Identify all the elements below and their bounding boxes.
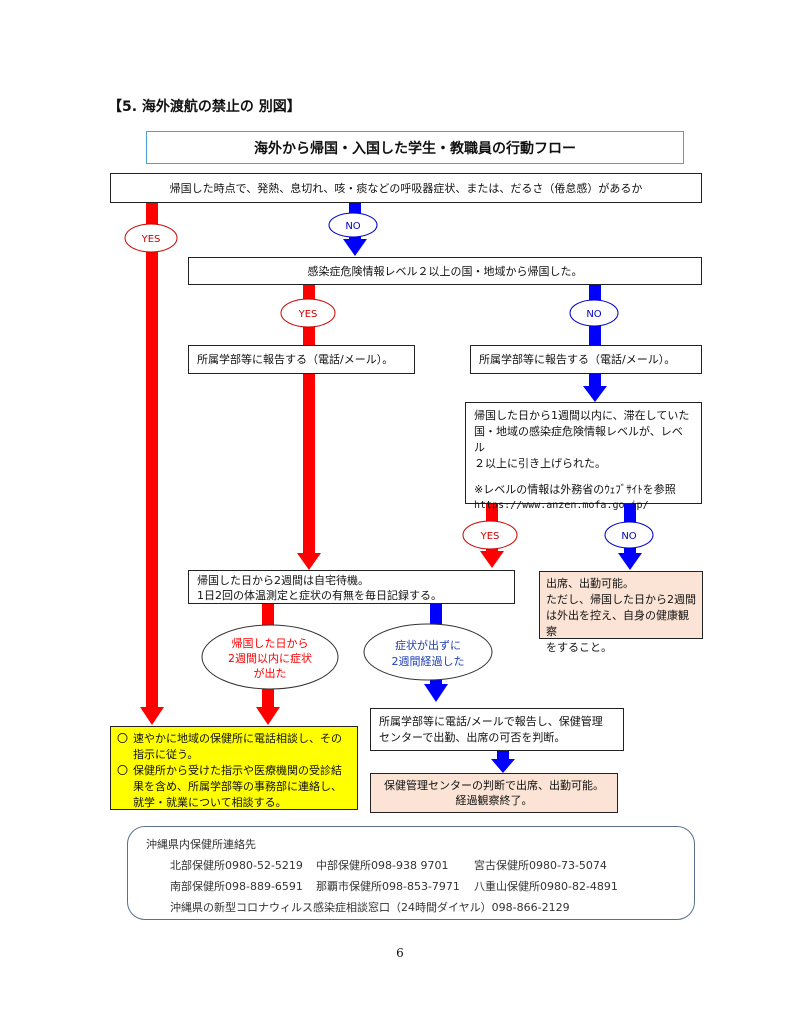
yes-label: YES [141,234,161,245]
oval-no-symptom: 症状が出ずに 2週間経過した [363,623,493,681]
arrow-yes-q2 [297,285,321,570]
bullet-mark: 〇 [117,764,128,777]
final-line-2: 経過観察終了。 [455,794,533,807]
symptom-text-2: 2週間以内に症状 [228,651,312,665]
flow-title: 海外から帰国・入国した学生・教職員の行動フロー [146,131,684,164]
nosymptom-text-2: 2週間経過した [392,655,465,668]
oval-no-2: NO [569,299,619,327]
yes-label: YES [298,309,318,320]
no-label: NO [621,531,636,542]
arrow-judge-to-final [491,751,515,773]
oval-no-3: NO [604,521,654,549]
no-label: NO [586,309,601,320]
contact-naha: 那覇市保健所098-853-7971 [316,880,460,893]
oval-yes-1: YES [124,223,178,253]
yes-label: YES [480,531,500,542]
q3-note: ※レベルの情報は外務省のｳｪﾌﾞｻｲﾄを参照 [474,483,676,496]
contacts-title: 沖縄県内保健所連絡先 [146,838,256,851]
oval-symptom: 帰国した日から 2週間以内に症状 が出た [201,624,339,690]
question-symptoms: 帰国した時点で、発熱、息切れ、咳・痰などの呼吸器症状、または、だるさ（倦怠感）が… [110,173,702,203]
contact-okinawa-hotline: 沖縄県の新型コロナウィルス感染症相談窓口（24時間ダイヤル）098-866-21… [170,901,570,914]
report-box-right: 所属学部等に報告する（電話/メール）。 [470,345,702,374]
yellow-item-2: 〇 保健所から受けた指示や医療機関の受診結 果を含め、所属学部等の事務部に連絡し… [117,763,351,811]
arrow-yes-q1 [140,203,164,725]
wait-line-1: 帰国した日から2週間は自宅待機。 [197,574,369,587]
wait-line-2: 1日2回の体温測定と症状の有無を毎日記録する。 [197,589,442,602]
bullet-mark: 〇 [117,732,128,745]
mofa-url: https://www.anzen.mofa.go.jp/ [474,500,649,511]
attendance-ok-box: 出席、出勤可能。 ただし、帰国した日から2週間 は外出を控え、自身の健康観察 を… [539,571,703,654]
arrow-report-to-q3 [583,374,607,402]
oval-yes-2: YES [280,298,336,328]
yellow-item-2-line-2: 果を含め、所属学部等の事務部に連絡し、 [133,780,342,793]
page-number: 6 [396,946,404,960]
yellow-item-2-line-1: 保健所から受けた指示や医療機関の受診結 [133,764,342,777]
q3-line-3: ２以上に引き上げられた。 [474,457,606,470]
yellow-item-2-line-3: 就学・就業について相談する。 [133,796,287,809]
question-level2-country: 感染症危険情報レベル２以上の国・地域から帰国した。 [188,257,702,285]
health-center-contacts: 沖縄県内保健所連絡先 北部保健所0980-52-5219 中部保健所098-93… [127,826,695,920]
contact-nanbu: 南部保健所098-889-6591 [170,880,303,893]
yellow-item-1-line-1: 速やかに地域の保健所に電話相談し、その [133,732,342,745]
ok-line-2: ただし、帰国した日から2週間 [546,593,696,606]
oval-no-1: NO [328,212,378,238]
ok-line-1: 出席、出勤可能。 [546,577,634,590]
contact-hokubu: 北部保健所0980-52-5219 [170,859,303,872]
judge-line-2: センターで出勤、出席の可否を判断。 [379,731,566,744]
no-label: NO [345,221,360,232]
nosymptom-text-1: 症状が出ずに [395,638,461,652]
yellow-item-1: 〇 速やかに地域の保健所に電話相談し、その 指示に従う。 [117,731,351,763]
symptom-text-1: 帰国した日から [232,637,309,650]
ok-line-4: をすること。 [546,641,612,654]
yellow-item-1-line-2: 指示に従う。 [133,748,199,761]
ok-line-3: は外出を控え、自身の健康観察 [546,609,689,638]
consult-health-center-box: 〇 速やかに地域の保健所に電話相談し、その 指示に従う。 〇 保健所から受けた指… [110,726,358,810]
final-ok-box: 保健管理センターの判断で出席、出勤可能。 経過観察終了。 [370,773,618,813]
contact-yaeyama: 八重山保健所0980-82-4891 [474,880,618,893]
q3-line-2: 国・地域の感染症危険情報レベルが、レベル [474,425,683,454]
symptom-text-3: が出た [254,666,287,680]
home-wait-box: 帰国した日から2週間は自宅待機。 1日2回の体温測定と症状の有無を毎日記録する。 [188,570,515,604]
contact-miyako: 宮古保健所0980-73-5074 [474,859,607,872]
section-heading: 【5. 海外渡航の禁止の 別図】 [108,99,301,115]
judge-line-1: 所属学部等に電話/メールで報告し、保健管理 [379,715,603,728]
question-level-raised: 帰国した日から1週間以内に、滞在していた 国・地域の感染症危険情報レベルが、レベ… [465,402,702,511]
final-line-1: 保健管理センターの判断で出席、出勤可能。 [384,779,604,792]
contact-chubu: 中部保健所098-938 9701 [316,859,449,872]
q3-line-1: 帰国した日から1週間以内に、滞在していた [474,409,690,422]
report-judge-box: 所属学部等に電話/メールで報告し、保健管理 センターで出勤、出席の可否を判断。 [370,708,624,751]
oval-yes-3: YES [462,520,518,550]
report-box-left: 所属学部等に報告する（電話/メール）。 [188,345,415,374]
